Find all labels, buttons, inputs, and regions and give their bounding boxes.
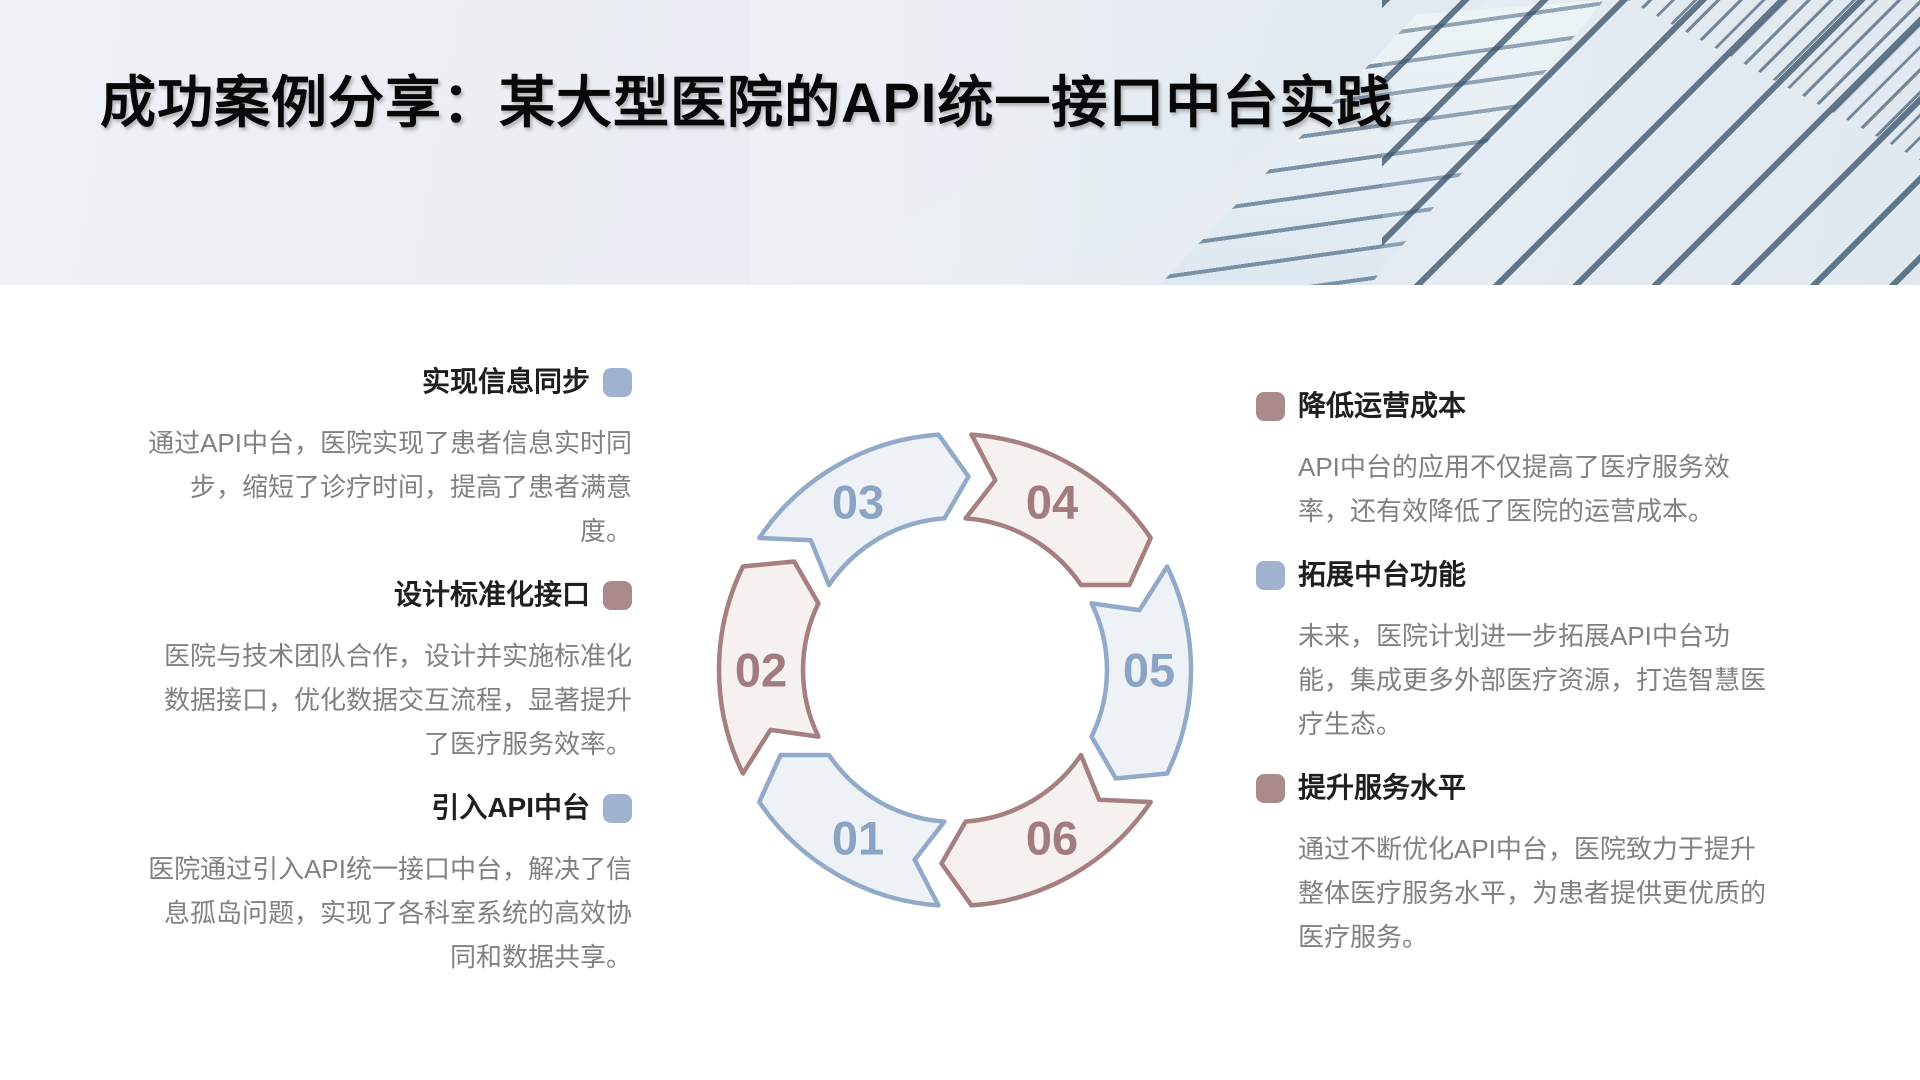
cycle-segment-02 [716, 559, 821, 776]
left-column: 实现信息同步 通过API中台，医院实现了患者信息实时同步，缩短了诊疗时间，提高了… [145, 360, 632, 999]
left-item-title: 实现信息同步 [421, 366, 590, 397]
cycle-diagram-svg: 01 02 03 04 05 06 [716, 432, 1194, 908]
right-item-header: 提升服务水平 [1256, 766, 1780, 810]
cycle-label-03: 03 [832, 476, 884, 529]
right-item-text: API中台的应用不仅提高了医疗服务效率，还有效降低了医院的运营成本。 [1298, 452, 1730, 526]
cycle-segment-04 [963, 432, 1153, 588]
right-column: 降低运营成本 API中台的应用不仅提高了医疗服务效率，还有效降低了医院的运营成本… [1256, 384, 1780, 979]
left-item-header: 实现信息同步 [145, 360, 632, 404]
left-item-title: 设计标准化接口 [393, 579, 590, 610]
right-item: 降低运营成本 API中台的应用不仅提高了医疗服务效率，还有效降低了医院的运营成本… [1256, 384, 1780, 533]
cycle-segment-05 [1089, 564, 1194, 781]
left-item-title: 引入API中台 [431, 792, 590, 823]
left-item-text: 医院与技术团队合作，设计并实施标准化数据接口，优化数据交互流程，显著提升了医疗服… [163, 641, 632, 759]
cycle-diagram: 01 02 03 04 05 06 [672, 387, 1238, 953]
right-item-text: 未来，医院计划进一步拓展API中台功能，集成更多外部医疗资源，打造智慧医疗生态。 [1298, 621, 1767, 739]
skyscraper-photo [750, 0, 1920, 285]
right-item: 提升服务水平 通过不断优化API中台，医院致力于提升整体医疗服务水平，为患者提供… [1256, 766, 1780, 959]
left-item-header: 设计标准化接口 [145, 573, 632, 617]
left-item: 引入API中台 医院通过引入API统一接口中台，解决了信息孤岛问题，实现了各科室… [145, 786, 632, 979]
header-banner: 成功案例分享：某大型医院的API统一接口中台实践 [0, 0, 1920, 285]
bullet-marker-icon [603, 793, 632, 823]
right-item-header: 降低运营成本 [1256, 384, 1780, 428]
slide-title: 成功案例分享：某大型医院的API统一接口中台实践 [100, 71, 1394, 134]
cycle-segment-01 [757, 752, 947, 908]
left-item-text: 医院通过引入API统一接口中台，解决了信息孤岛问题，实现了各科室系统的高效协同和… [148, 854, 632, 972]
left-item: 实现信息同步 通过API中台，医院实现了患者信息实时同步，缩短了诊疗时间，提高了… [145, 360, 632, 553]
right-item: 拓展中台功能 未来，医院计划进一步拓展API中台功能，集成更多外部医疗资源，打造… [1256, 553, 1780, 746]
cycle-label-06: 06 [1026, 812, 1078, 865]
left-item-text: 通过API中台，医院实现了患者信息实时同步，缩短了诊疗时间，提高了患者满意度。 [148, 428, 632, 546]
photo-left-fade [750, 0, 1920, 285]
cycle-label-05: 05 [1123, 644, 1175, 697]
right-item-title: 拓展中台功能 [1298, 559, 1467, 590]
cycle-segment-03 [757, 432, 971, 588]
bullet-marker-icon [603, 367, 632, 397]
left-item: 设计标准化接口 医院与技术团队合作，设计并实施标准化数据接口，优化数据交互流程，… [145, 573, 632, 766]
cycle-segment-06 [939, 752, 1153, 908]
right-item-title: 提升服务水平 [1298, 772, 1467, 803]
right-item-header: 拓展中台功能 [1256, 553, 1780, 597]
bullet-marker-icon [1256, 560, 1285, 590]
bullet-marker-icon [1256, 391, 1285, 421]
cycle-label-02: 02 [735, 644, 787, 697]
cycle-label-04: 04 [1026, 476, 1078, 529]
right-item-text: 通过不断优化API中台，医院致力于提升整体医疗服务水平，为患者提供更优质的医疗服… [1298, 834, 1767, 952]
bullet-marker-icon [1256, 773, 1285, 803]
left-item-header: 引入API中台 [145, 786, 632, 830]
bullet-marker-icon [603, 580, 632, 610]
cycle-label-01: 01 [832, 812, 884, 865]
right-item-title: 降低运营成本 [1298, 390, 1467, 421]
